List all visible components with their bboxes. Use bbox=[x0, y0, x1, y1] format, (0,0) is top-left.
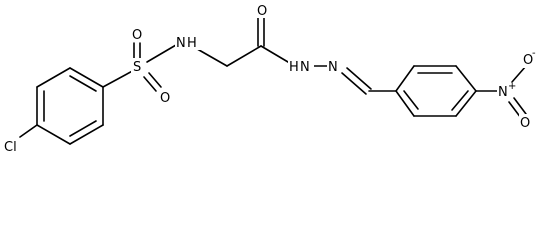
bonds bbox=[19, 15, 527, 145]
bond-nitro-o-bottom-b bbox=[513, 97, 527, 115]
atom-o-nitro-bottom: O bbox=[520, 116, 530, 131]
bond-ringB-inner-2 bbox=[451, 90, 469, 111]
atom-n-sulfonamide: N bbox=[176, 36, 186, 51]
bond-ch2-c bbox=[226, 45, 262, 67]
bond-ringB-3 bbox=[455, 65, 477, 92]
atom-s: S bbox=[133, 60, 141, 75]
bond-ringA-inner-1 bbox=[69, 75, 97, 92]
bond-n3-ch-b bbox=[346, 67, 372, 90]
bond-n3-ch-a bbox=[341, 72, 367, 95]
atom-o-carbonyl: O bbox=[257, 4, 267, 19]
chemical-structure-diagram: Cl S O O N H O H N N N + O - O bbox=[3, 2, 539, 155]
bond-ringB-inner-3 bbox=[403, 90, 419, 110]
bond-nitro-o-top bbox=[511, 65, 527, 83]
bond-ringA-6 bbox=[36, 67, 71, 88]
atom-o-nitro-top: O bbox=[523, 53, 533, 68]
bond-s-o-bottom-b bbox=[148, 72, 162, 88]
atom-h-sulfonamide: H bbox=[187, 36, 197, 51]
bond-ringA-4 bbox=[36, 124, 71, 145]
bond-ringA-inner-2 bbox=[69, 120, 97, 137]
atom-n-imine: N bbox=[328, 60, 338, 75]
bond-s-n1 bbox=[146, 44, 177, 63]
bond-cl-ring bbox=[19, 124, 38, 138]
atom-h-hydrazide: H bbox=[289, 60, 299, 75]
atom-cl: Cl bbox=[4, 140, 17, 155]
atom-n-hydrazide: N bbox=[300, 60, 310, 75]
atom-o-sulfonyl-top: O bbox=[132, 28, 142, 43]
bond-s-o-bottom-a bbox=[143, 76, 157, 92]
atom-labels: Cl S O O N H O H N N N + O - O bbox=[3, 2, 539, 155]
bond-ringB-1 bbox=[395, 65, 415, 92]
bond-ringA-3 bbox=[69, 124, 104, 145]
atom-n-nitro: N bbox=[498, 85, 508, 100]
bond-c-n2 bbox=[260, 45, 289, 63]
atom-o-sulfonyl-bottom: O bbox=[160, 91, 170, 106]
charge-minus-nitro: - bbox=[532, 48, 536, 59]
bond-ringB-6 bbox=[395, 90, 415, 117]
charge-plus-nitro: + bbox=[508, 81, 516, 92]
bond-ringB-4 bbox=[455, 90, 477, 117]
bond-ringA-1 bbox=[69, 67, 104, 88]
